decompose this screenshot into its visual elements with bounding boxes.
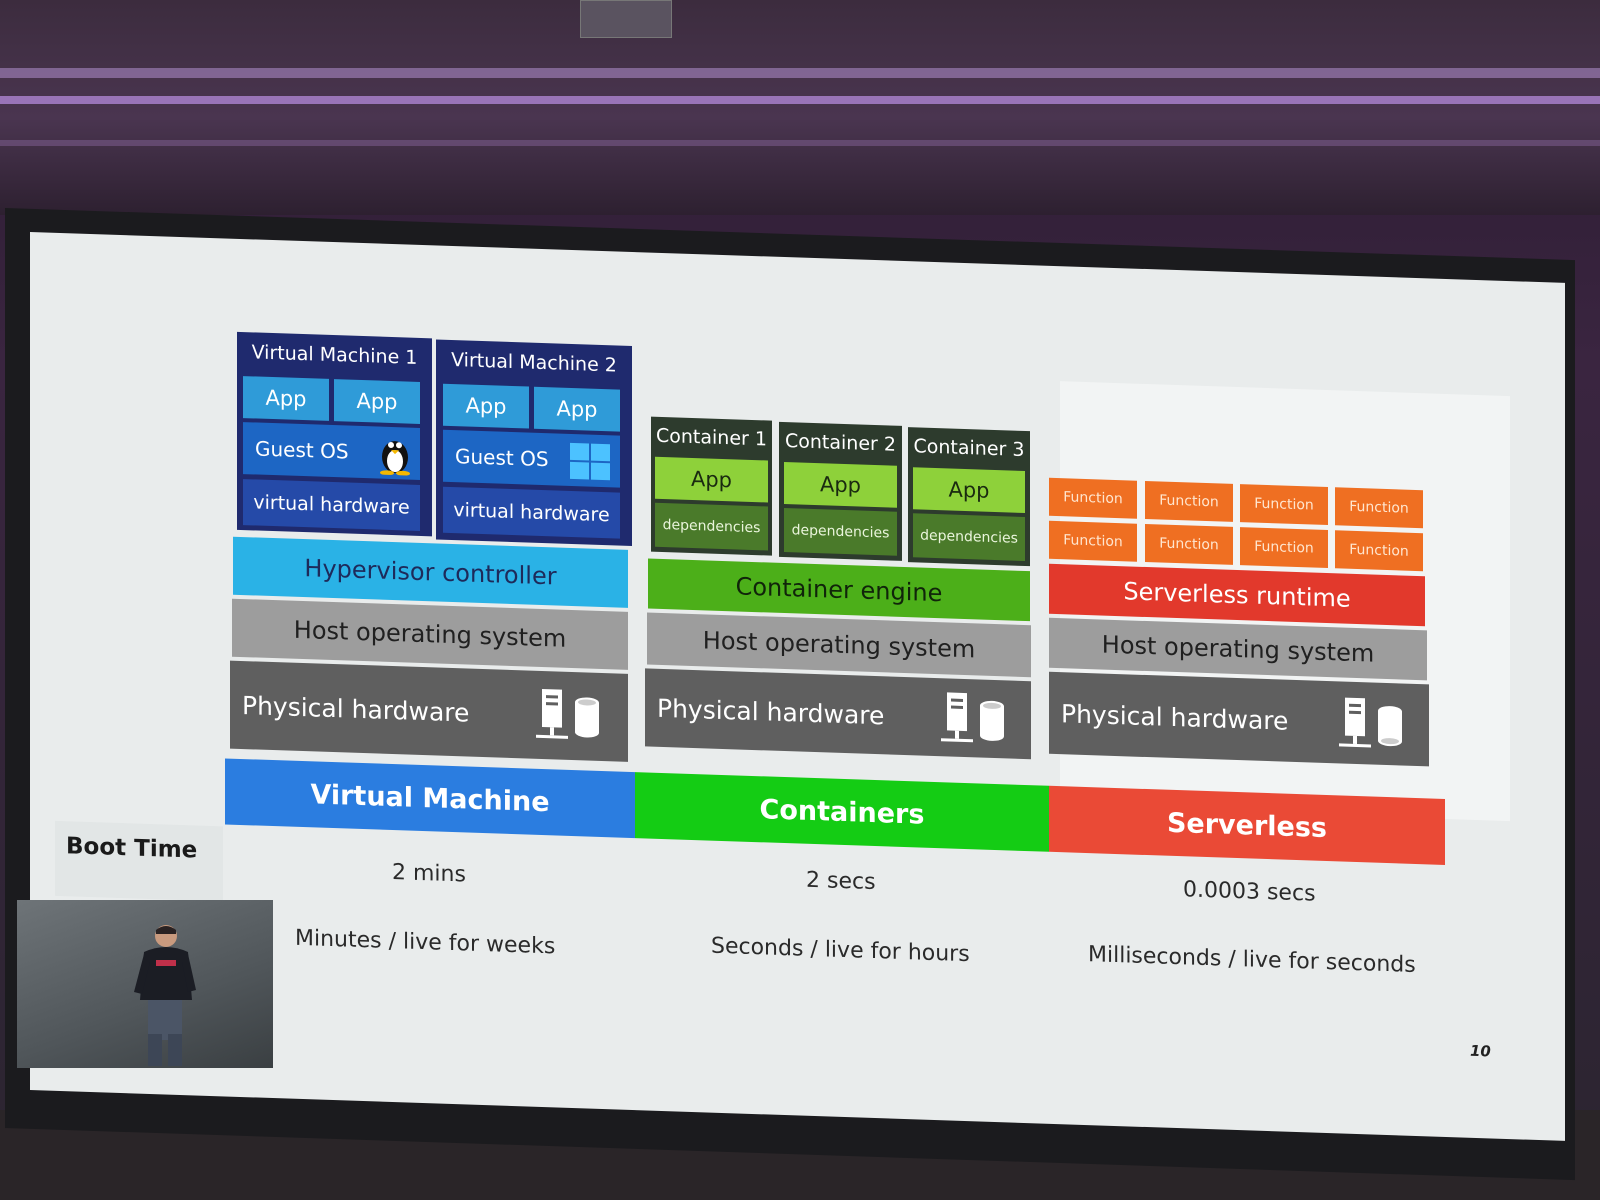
guest-os-label: Guest OS [455,444,549,472]
band-containers: Containers [635,772,1049,852]
container-1-app: App [655,456,768,503]
serverless-physical-hardware: Physical hardware [1049,671,1429,767]
container-1-dependencies: dependencies [655,502,768,551]
function-block: Function [1240,484,1328,526]
band-virtual-machine: Virtual Machine [225,758,635,839]
container-2-app: App [784,462,897,508]
vm1-app: App [243,376,329,421]
container-3-app: App [913,467,1025,514]
serverless-boot-time: 0.0003 secs [1183,877,1316,907]
server-icon [536,688,599,739]
lighting-truss [0,140,1600,146]
function-block: Function [1335,487,1423,529]
container-host-os: Host operating system [647,612,1031,678]
container-1-title: Container 1 [656,424,767,451]
ceiling [0,0,1600,215]
server-icon [1339,697,1402,748]
speaker-webcam-inset [17,900,273,1068]
vm1-virtual-hardware: virtual hardware [243,479,420,531]
physical-hardware-label: Physical hardware [657,693,885,730]
ceiling-vent [580,0,672,38]
serverless-lifetime: Milliseconds / live for seconds [1088,942,1416,978]
vm2-title: Virtual Machine 2 [451,348,617,377]
linux-tux-icon [380,441,410,476]
containers-boot-time: 2 secs [806,867,876,896]
vm2-app: App [443,383,529,429]
lighting-truss [0,96,1600,104]
band-serverless: Serverless [1049,785,1445,865]
container-3-dependencies: dependencies [913,513,1025,562]
vm-physical-hardware: Physical hardware [230,660,628,762]
vm2-virtual-hardware: virtual hardware [443,486,620,539]
function-block: Function [1145,523,1233,565]
function-block: Function [1335,530,1423,572]
vm-host-os: Host operating system [232,598,628,670]
function-block: Function [1145,480,1233,522]
containers-lifetime: Seconds / live for hours [711,933,970,968]
server-icon [941,692,1004,743]
lighting-truss [0,68,1600,78]
function-block: Function [1049,477,1137,519]
function-block: Function [1240,527,1328,569]
physical-hardware-label: Physical hardware [1061,698,1289,736]
slide-page-number: 10 [1470,1041,1491,1061]
vm1-title: Virtual Machine 1 [251,341,418,369]
container-physical-hardware: Physical hardware [645,668,1031,760]
windows-logo-icon [570,442,610,481]
guest-os-label: Guest OS [255,436,349,464]
function-block: Function [1049,520,1137,562]
speaker-figure [134,925,196,1066]
container-2-dependencies: dependencies [784,508,897,556]
vm1-app: App [334,379,420,424]
container-engine: Container engine [648,558,1030,622]
boot-time-label: Boot Time [66,833,198,864]
vm2-app: App [534,386,620,432]
vm2-guest-os: Guest OS [443,429,620,488]
container-2-title: Container 2 [785,430,896,456]
vm-lifetime: Minutes / live for weeks [295,925,556,960]
physical-hardware-label: Physical hardware [242,690,470,728]
hypervisor-controller: Hypervisor controller [233,536,628,608]
container-3-title: Container 3 [913,435,1025,461]
vm1-guest-os: Guest OS [243,422,420,480]
projection-screen: Virtual Machine 1 App App Guest OS virtu… [30,232,1565,1141]
vm-boot-time: 2 mins [392,860,466,888]
